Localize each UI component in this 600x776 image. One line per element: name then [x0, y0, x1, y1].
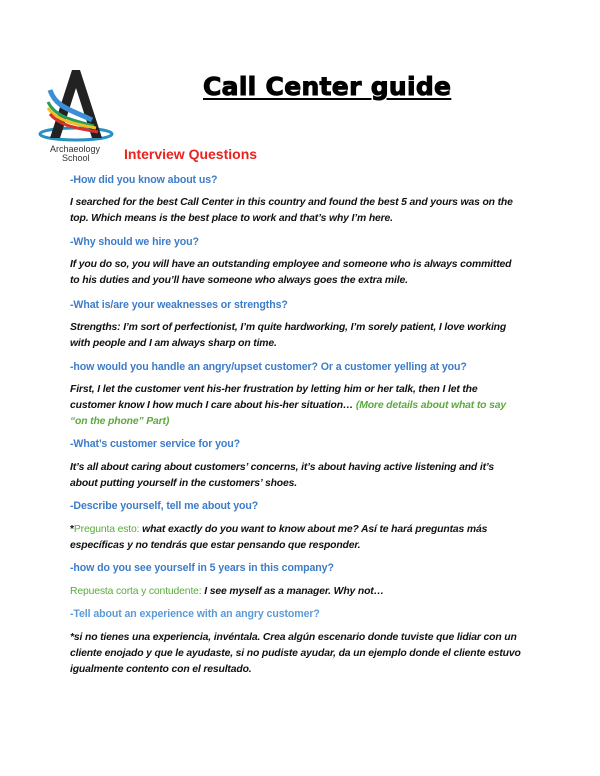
question: -What is/are your weaknesses or strength…	[70, 299, 288, 311]
question: -Tell about an experience with an angry …	[70, 608, 320, 620]
note-text: “on the phone” Part)	[70, 416, 170, 427]
answer-line: top. Which means is the best place to wo…	[70, 213, 393, 224]
svg-text:School: School	[62, 153, 90, 163]
answer-line: with people and I am always sharp on tim…	[70, 338, 277, 349]
answer-line: about putting yourself in the customers’…	[70, 478, 297, 489]
answer-line: *si no tienes una experiencia, invéntala…	[70, 632, 517, 643]
answer-line: If you do so, you will have an outstandi…	[70, 259, 512, 270]
question: -how would you handle an angry/upset cus…	[70, 361, 467, 373]
answer-line: cliente enojado y que le ayudaste, si no…	[70, 648, 521, 659]
page-title: Call Center guide	[202, 72, 452, 102]
answer-line: First, I let the customer vent his-her f…	[70, 384, 478, 395]
answer-line: It’s all about caring about customers’ c…	[70, 462, 495, 473]
answer-line: específicas y no tendrás que estar pensa…	[70, 540, 361, 551]
note-text: Pregunta esto:	[73, 524, 143, 535]
answer-line: customer know I how much I care about hi…	[70, 399, 506, 413]
answer-line: igualmente contento con el resultado.	[70, 664, 252, 675]
question: -how do you see yourself in 5 years in t…	[70, 562, 334, 574]
answer-text: what exactly do you want to know about m…	[142, 524, 488, 535]
answer-line: to his duties and you’ll have someone wh…	[70, 275, 408, 286]
answer-line: I searched for the best Call Center in t…	[70, 197, 513, 208]
question: -How did you know about us?	[70, 174, 218, 186]
answer-line: *Pregunta esto: what exactly do you want…	[70, 523, 487, 537]
svg-text:Archaeology: Archaeology	[50, 144, 101, 154]
answer-text: I see myself as a manager. Why not…	[204, 586, 384, 597]
answer-line: Repuesta corta y contudente: I see mysel…	[70, 585, 384, 599]
question: -Why should we hire you?	[70, 236, 199, 248]
note-text: (More details about what to say	[355, 400, 506, 411]
school-logo: Archaeology School	[36, 68, 122, 169]
section-heading: Interview Questions	[124, 146, 258, 162]
note-text: Repuesta corta y contudente:	[70, 586, 205, 597]
question: -Describe yourself, tell me about you?	[70, 500, 259, 512]
answer-text: customer know I how much I care about hi…	[70, 400, 356, 411]
question: -What’s customer service for you?	[70, 438, 240, 450]
answer-line: Strengths: I’m sort of perfectionist, I’…	[70, 322, 507, 333]
bullet-star: *	[70, 524, 74, 535]
